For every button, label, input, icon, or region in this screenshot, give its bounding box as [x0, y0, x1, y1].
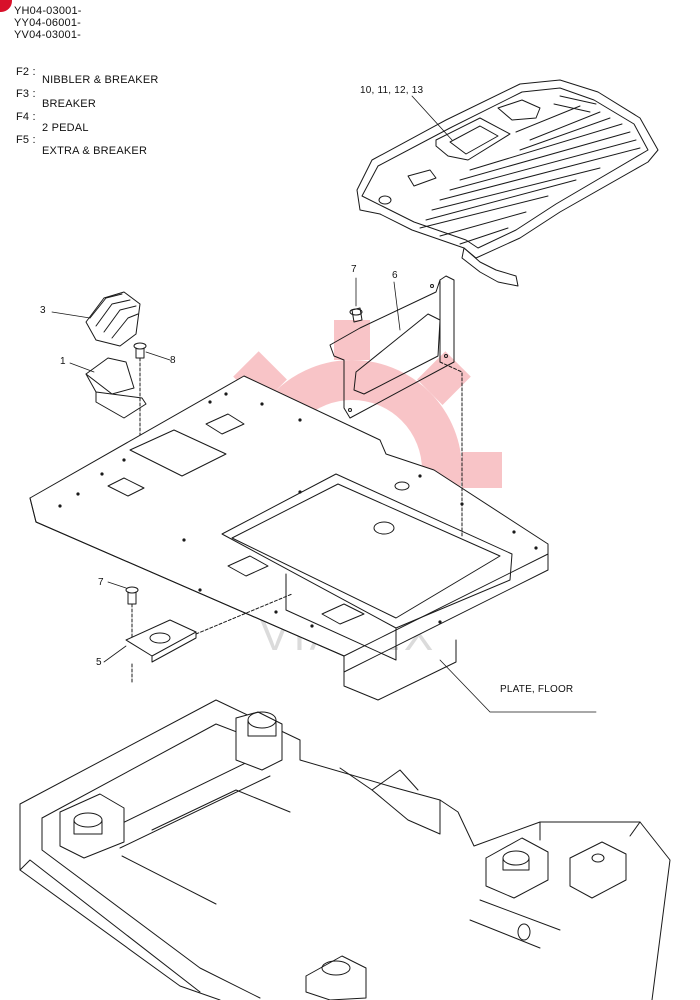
small-plate — [125, 619, 197, 683]
floor-plate — [29, 375, 549, 701]
pedal-part — [85, 357, 147, 419]
callout-small-plate: 5 — [96, 657, 102, 668]
serial-number-3: YV04-03001- — [14, 29, 82, 41]
callout-bolt-lower: 7 — [98, 577, 104, 588]
serial-number-1: YH04-03001- — [14, 5, 82, 17]
note-text-f3: BREAKER — [42, 98, 96, 110]
bracket-part — [329, 275, 455, 419]
floor-mat — [356, 79, 659, 287]
note-code-f2: F2 : — [16, 66, 36, 78]
serial-number-2: YY04-06001- — [14, 17, 82, 29]
bolt-lower — [125, 586, 139, 641]
lower-frame — [19, 699, 671, 1000]
callout-bolt-pedal: 8 — [170, 355, 176, 366]
bolt-upper — [349, 307, 363, 323]
note-text-f2: NIBBLER & BREAKER — [42, 74, 159, 86]
assembly-line-bracket — [439, 361, 463, 537]
note-text-f5: EXTRA & BREAKER — [42, 145, 148, 157]
pedal-cover — [85, 291, 141, 347]
note-text-f4: 2 PEDAL — [42, 122, 89, 134]
callout-pedal-cover: 3 — [40, 305, 46, 316]
callout-plate-floor: PLATE, FLOOR — [500, 684, 574, 695]
leader-lines — [51, 95, 597, 713]
note-code-f3: F3 : — [16, 88, 36, 100]
callout-bracket: 6 — [392, 270, 398, 281]
note-code-f4: F4 : — [16, 111, 36, 123]
note-code-f5: F5 : — [16, 134, 36, 146]
callout-mat: 10, 11, 12, 13 — [360, 85, 424, 96]
callout-bolt-upper: 7 — [351, 264, 357, 275]
callout-pedal: 1 — [60, 356, 66, 367]
assembly-line-plate — [195, 593, 293, 635]
